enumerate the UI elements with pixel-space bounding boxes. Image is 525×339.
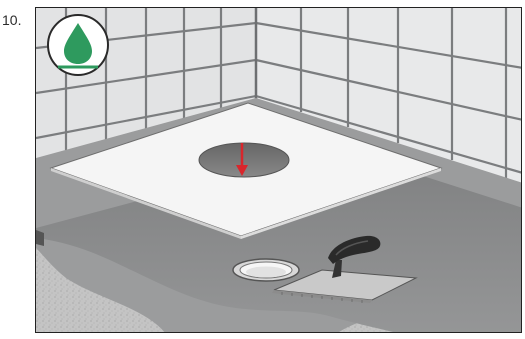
water-drop-icon (48, 15, 108, 75)
installation-illustration (35, 7, 522, 333)
floor-drain (233, 259, 299, 281)
step-number: 10. (2, 12, 21, 28)
